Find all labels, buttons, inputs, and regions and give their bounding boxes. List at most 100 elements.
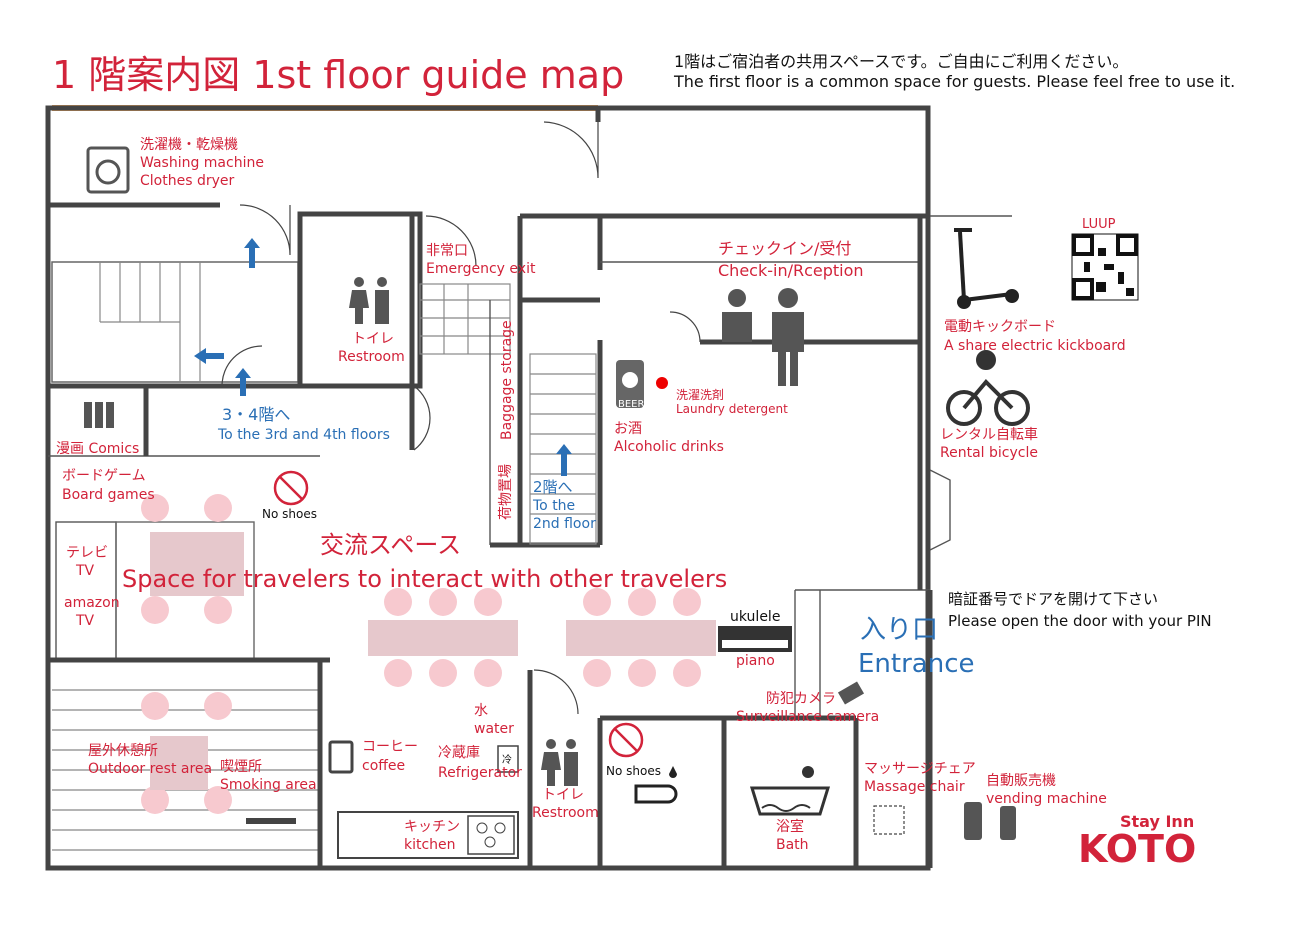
alcohol-label-en: Alcoholic drinks — [614, 439, 724, 455]
kickboard-label-ja: 電動キックボード — [944, 319, 1056, 335]
detergent-label-ja: 洗濯洗剤 — [676, 388, 725, 402]
restroom-label-ja: トイレ — [352, 331, 394, 347]
beer-can-icon — [616, 360, 644, 408]
outdoor-label-ja: 屋外休憩所 — [88, 743, 158, 759]
floors34-label-en: To the 3rd and 4th floors — [218, 427, 390, 443]
piano-label: piano — [736, 653, 775, 669]
outdoor-label-en: Outdoor rest area — [88, 761, 213, 777]
note-english: The first floor is a common space for gu… — [674, 72, 1236, 91]
smoking-icon — [246, 818, 296, 824]
fridge-label-en: Refrigerator — [438, 765, 522, 781]
space-label-ja: 交流スペース — [320, 531, 462, 559]
baggage-label-en: Baggage storage — [499, 320, 515, 440]
bicycle-label-ja: レンタル自転車 — [940, 427, 1038, 443]
direction-arrows — [194, 238, 572, 476]
hand-wash-icon — [634, 766, 678, 804]
water-label-ja: 水 — [474, 703, 488, 719]
boardgames-label-en: Board games — [62, 487, 155, 503]
entrance-label-ja: 入り口 — [860, 615, 939, 645]
restroom2-label-ja: トイレ — [542, 787, 584, 803]
tables — [150, 532, 716, 790]
baggage-label-ja: 荷物置場 — [498, 464, 514, 520]
luup-label: LUUP — [1082, 217, 1116, 232]
emergency-label-en: Emergency exit — [426, 261, 536, 277]
comics-label: 漫画 Comics — [56, 441, 140, 457]
tv-label-ja: テレビ — [66, 545, 108, 561]
space-label-en: Space for travelers to interact with oth… — [122, 565, 728, 593]
pin-label-ja: 暗証番号でドアを開けて下さい — [948, 590, 1159, 608]
floor2-label-ja: 2階へ — [533, 478, 573, 496]
noshoes-label: No shoes — [262, 507, 317, 521]
stay-inn-koto-logo: Stay Inn KOTO — [1078, 812, 1228, 872]
bath-label-en: Bath — [776, 837, 809, 853]
boardgames-label-ja: ボードゲーム — [62, 468, 146, 484]
camera-label-en: Surveillance camera — [736, 709, 880, 725]
no-shoes2-icon — [608, 722, 644, 758]
beer-can-text: BEER — [618, 399, 645, 410]
noshoes2-label: No shoes — [606, 764, 661, 778]
logo-line2: KOTO — [1078, 827, 1197, 871]
washing-machine-icon — [86, 146, 130, 194]
stairs-2nd — [529, 353, 597, 545]
piano-icon — [718, 626, 792, 652]
kickboard-icon — [954, 228, 1019, 309]
bath-label-ja: 浴室 — [776, 819, 804, 835]
restroom-icon — [349, 277, 389, 324]
alcohol-label-ja: お酒 — [614, 421, 642, 437]
bicycle-icon — [946, 350, 1030, 426]
emergency-label-ja: 非常口 — [426, 243, 468, 259]
vending-label-ja: 自動販売機 — [986, 773, 1056, 789]
amazon-label-2: TV — [76, 613, 95, 629]
smoking-label-en: Smoking area — [220, 777, 317, 793]
camera-label-ja: 防犯カメラ — [766, 691, 836, 707]
outer-wall — [45, 105, 931, 871]
restroom2-icon — [541, 739, 578, 786]
logo-line1: Stay Inn — [1120, 812, 1195, 831]
fridge-mark: 冷 — [502, 755, 512, 766]
restroom-label-en: Restroom — [338, 349, 405, 365]
checkin-label-ja: チェックイン/受付 — [718, 239, 852, 258]
seating — [141, 494, 701, 814]
detergent-label-en: Laundry detergent — [676, 402, 788, 416]
no-shoes-icon — [273, 470, 309, 506]
refrigerator-box — [497, 745, 519, 773]
comics-icon — [84, 402, 114, 428]
detergent-dot — [656, 377, 668, 389]
kitchen-label-ja: キッチン — [404, 819, 460, 835]
emergency-stairs — [419, 283, 511, 355]
amazon-label-1: amazon — [64, 595, 120, 611]
floor2-label-en2: 2nd floor — [533, 516, 596, 532]
entrance-label-en: Entrance — [858, 649, 975, 679]
camera-icon — [837, 681, 865, 705]
bicycle-label-en: Rental bicycle — [940, 445, 1038, 461]
washer-label-en1: Washing machine — [140, 155, 264, 171]
water-label-en: water — [474, 721, 514, 737]
coffee-icon — [328, 740, 354, 774]
checkin-label-en: Check-in/Rception — [718, 261, 864, 280]
floor2-label-en1: To the — [533, 498, 576, 514]
washer-label-ja: 洗濯機・乾燥機 — [140, 137, 238, 153]
smoking-label-ja: 喫煙所 — [220, 759, 262, 775]
coffee-label-en: coffee — [362, 758, 406, 774]
massage-label-en: Massage chair — [864, 779, 965, 795]
restroom2-label-en: Restroom — [532, 805, 599, 821]
reception-icon — [722, 288, 804, 386]
washer-label-en2: Clothes dryer — [140, 173, 235, 189]
tv-label-en: TV — [76, 563, 95, 579]
qr-code-icon — [1071, 233, 1139, 301]
kitchen-counter — [337, 811, 519, 859]
note-japanese: 1階はご宿泊者の共用スペースです。ご自由にご利用ください。 — [674, 52, 1129, 71]
vending-label-en: vending machine — [986, 791, 1107, 807]
kickboard-label-en: A share electric kickboard — [944, 338, 1126, 354]
floors34-label-ja: 3・4階へ — [222, 405, 291, 424]
massage-label-ja: マッサージチェア — [864, 761, 976, 777]
ukulele-label: ukulele — [730, 609, 781, 625]
stairs-left — [51, 261, 299, 383]
coffee-label-ja: コーヒー — [362, 739, 418, 755]
bath-icon — [749, 766, 831, 816]
vending-machine-icon — [964, 802, 1016, 840]
fridge-label-ja: 冷蔵庫 — [438, 745, 480, 761]
kitchen-label-en: kitchen — [404, 837, 456, 853]
massage-chair-icon — [873, 805, 905, 835]
